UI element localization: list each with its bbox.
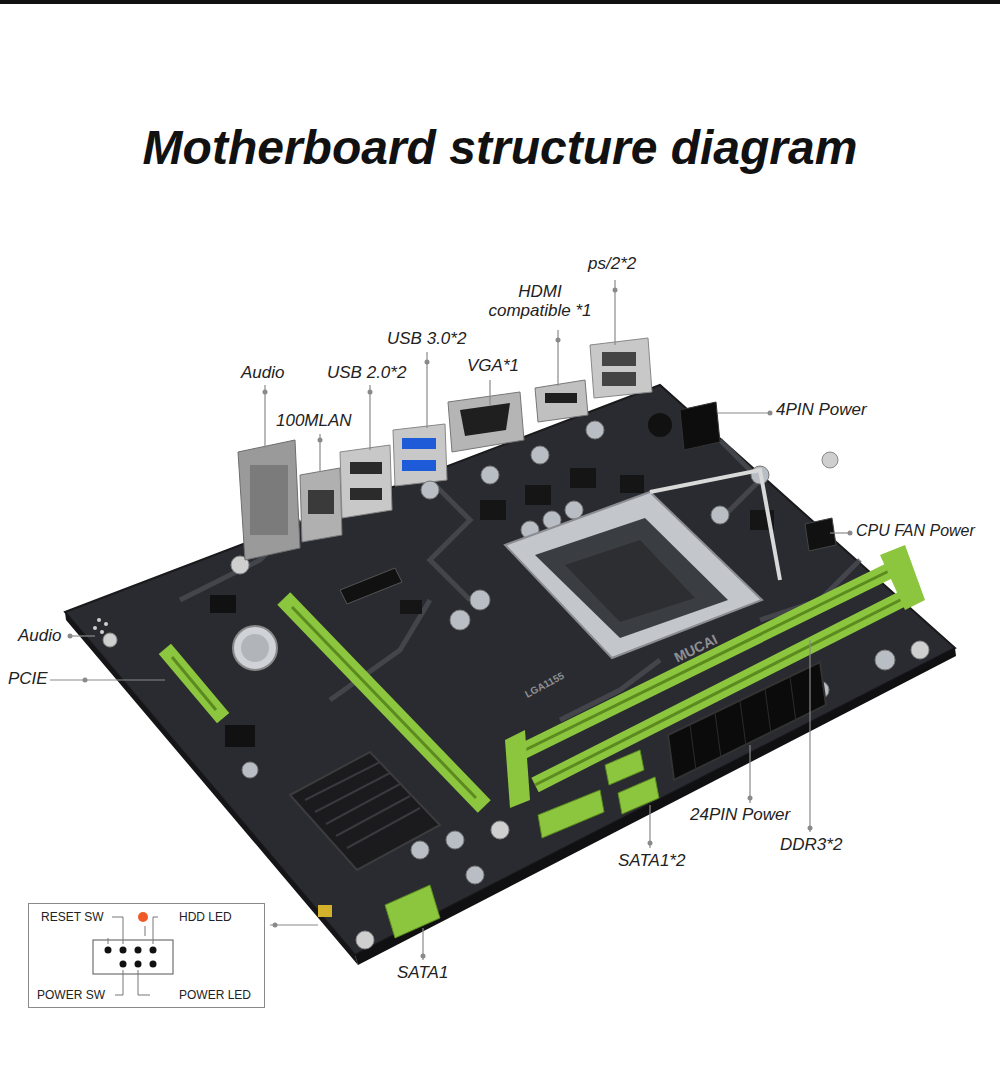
callout-label: VGA*1	[467, 357, 519, 376]
callout-label: USB 2.0*2	[327, 364, 406, 383]
pin-label: HDD LED	[179, 911, 232, 924]
callout-label: 4PIN Power	[776, 401, 867, 420]
callout-label: USB 3.0*2	[387, 330, 466, 349]
callout-label: SATA1	[397, 964, 448, 983]
callout-label: PCIE	[8, 670, 48, 689]
callout-label: CPU FAN Power	[856, 522, 975, 540]
pin-label: RESET SW	[41, 911, 103, 924]
pin-label: POWER SW	[37, 989, 105, 1002]
callout-label: DDR3*2	[780, 836, 842, 855]
callout-label: HDMI compatible *1	[485, 283, 595, 320]
callout-label: 100MLAN	[276, 412, 352, 431]
callout-label: Audio	[241, 364, 284, 383]
pin-label: POWER LED	[179, 989, 251, 1002]
panel-header-inset: RESET SW HDD LED POWER SW POWER LED	[28, 903, 265, 1008]
callout-label: Audio	[18, 627, 61, 646]
callout-label: ps/2*2	[588, 255, 636, 274]
diagram-title: Motherboard structure diagram	[0, 122, 1000, 175]
callout-label: SATA1*2	[618, 852, 685, 871]
callout-label: 24PIN Power	[690, 806, 790, 825]
